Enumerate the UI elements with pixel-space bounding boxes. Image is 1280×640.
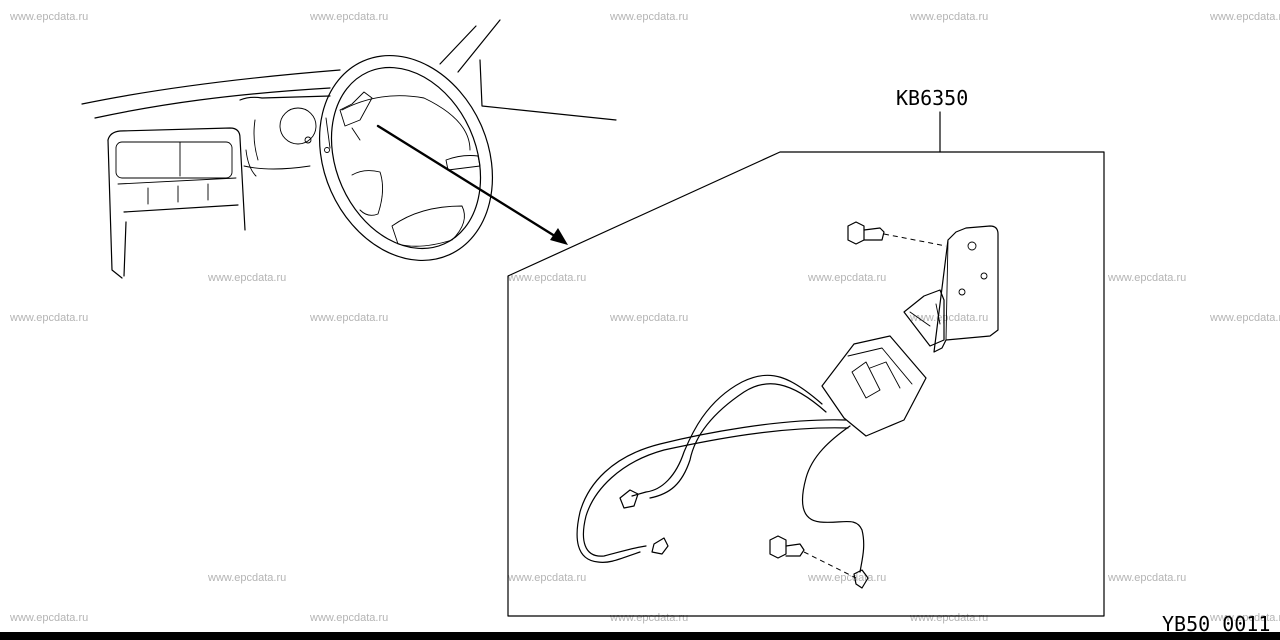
- watermark: www.epcdata.ru: [310, 612, 389, 624]
- watermark: www.epcdata.ru: [10, 312, 89, 324]
- dashboard-drawing: [81, 19, 617, 279]
- arrow-head-icon: [550, 228, 568, 245]
- bottom-rule: [0, 632, 1280, 640]
- watermark: www.epcdata.ru: [10, 612, 89, 624]
- mounting-bracket: [847, 221, 999, 353]
- watermark: www.epcdata.ru: [310, 312, 389, 324]
- sensor-module: [821, 335, 927, 437]
- watermark: www.epcdata.ru: [1108, 272, 1187, 284]
- part-number-callout: KB6350: [896, 86, 969, 110]
- watermark: www.epcdata.ru: [610, 11, 689, 23]
- watermark: www.epcdata.ru: [910, 612, 989, 624]
- detail-frame: [507, 111, 1105, 617]
- watermark: www.epcdata.ru: [808, 272, 887, 284]
- watermark: www.epcdata.ru: [208, 572, 287, 584]
- watermark: www.epcdata.ru: [508, 572, 587, 584]
- watermark: www.epcdata.ru: [610, 312, 689, 324]
- watermark: www.epcdata.ru: [1210, 612, 1280, 624]
- watermark: www.epcdata.ru: [1210, 11, 1280, 23]
- watermark: www.epcdata.ru: [1210, 312, 1280, 324]
- watermark: www.epcdata.ru: [310, 11, 389, 23]
- watermark: www.epcdata.ru: [508, 272, 587, 284]
- watermark: www.epcdata.ru: [910, 312, 989, 324]
- watermark: www.epcdata.ru: [10, 11, 89, 23]
- watermark: www.epcdata.ru: [610, 612, 689, 624]
- watermark: www.epcdata.ru: [208, 272, 287, 284]
- watermark: www.epcdata.ru: [1108, 572, 1187, 584]
- wire-harness: [576, 374, 869, 589]
- watermark: www.epcdata.ru: [910, 11, 989, 23]
